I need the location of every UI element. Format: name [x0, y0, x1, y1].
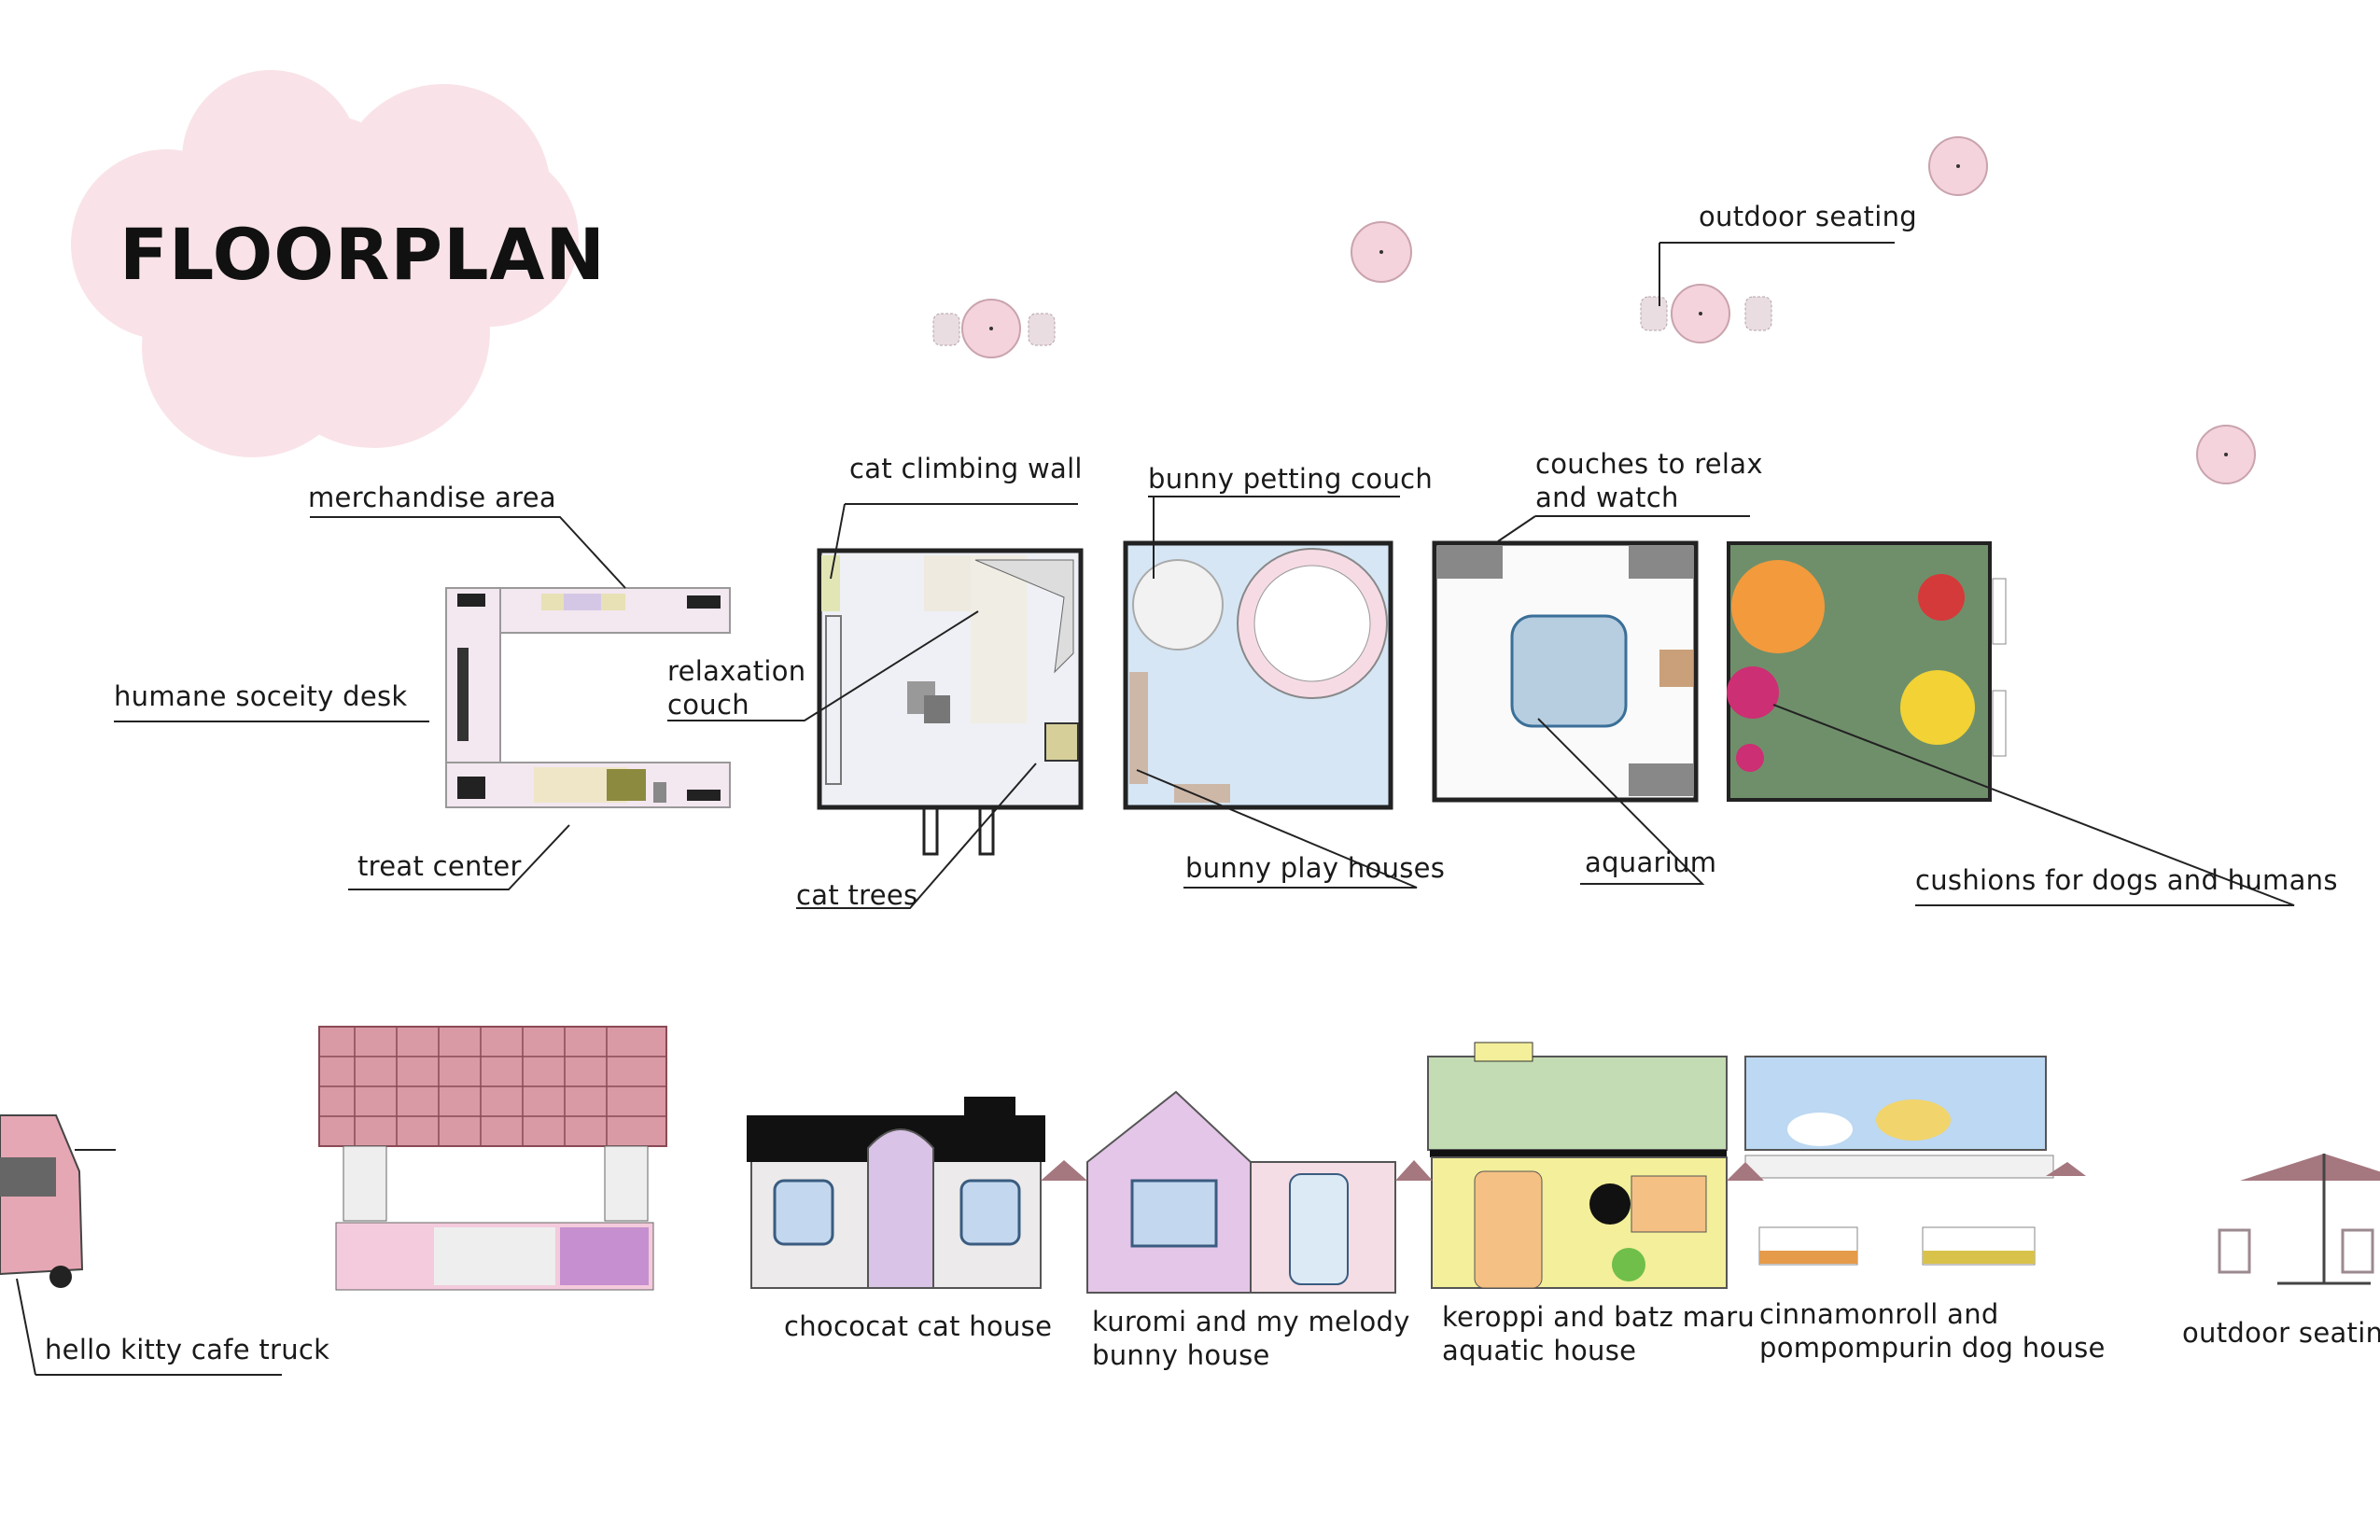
label-chococat-house: chococat cat house	[784, 1310, 1053, 1342]
table-icon	[932, 299, 1056, 358]
umbrella-icon	[1041, 1160, 2086, 1181]
outdoor-tables-top	[932, 136, 2256, 484]
table-icon	[2196, 425, 2256, 484]
bunny-room	[1123, 540, 1393, 810]
label-kuromi-line1: kuromi and my melody	[1092, 1306, 1410, 1337]
table-icon	[1640, 284, 1772, 343]
chair-icon	[1028, 313, 1056, 346]
truck-icon	[0, 1114, 84, 1288]
house-icon	[1086, 1090, 1396, 1294]
house-icon	[1427, 1042, 1728, 1289]
label-keroppi-line1: keroppi and batz maru	[1442, 1301, 1756, 1333]
label-treat-center: treat center	[357, 850, 522, 882]
label-outdoor-seating-top: outdoor seating	[1699, 201, 1917, 232]
label-merchandise-area: merchandise area	[308, 482, 556, 513]
house-icon	[1744, 1056, 2054, 1266]
label-cinnamon-line1: cinnamonroll and	[1759, 1298, 1999, 1330]
label-humane-society-desk: humane soceity desk	[114, 680, 408, 712]
label-cat-trees: cat trees	[796, 879, 918, 911]
chair-icon	[1744, 296, 1772, 331]
label-couches-line2: and watch	[1535, 482, 1679, 513]
label-relaxation-line2: couch	[667, 689, 749, 721]
label-bunny-play-houses: bunny play houses	[1185, 852, 1446, 884]
label-keroppi-line2: aquatic house	[1442, 1335, 1637, 1366]
label-aquarium: aquarium	[1585, 847, 1717, 878]
label-cat-climbing-wall: cat climbing wall	[849, 453, 1083, 484]
aquarium-room	[1432, 540, 1699, 803]
table-icon	[1928, 136, 1988, 196]
merchandise-counter	[445, 587, 731, 808]
cat-room	[817, 548, 1084, 856]
cloud-shape	[71, 70, 579, 457]
label-cushions: cushions for dogs and humans	[1915, 864, 2338, 896]
label-cinnamon-line2: pompompurin dog house	[1759, 1332, 2106, 1364]
dog-room	[1727, 541, 2007, 802]
chair-icon	[1640, 296, 1668, 331]
label-couches-line1: couches to relax	[1535, 448, 1763, 480]
label-kuromi-line2: bunny house	[1092, 1339, 1270, 1371]
chair-icon	[2218, 1228, 2251, 1274]
outdoor-seating-bottom	[2218, 1154, 2380, 1285]
leader-lines	[16, 242, 2295, 1376]
label-hello-kitty-truck: hello kitty cafe truck	[45, 1334, 330, 1365]
chair-icon	[2341, 1228, 2374, 1274]
table-icon	[1351, 221, 1412, 283]
house-icon	[747, 1097, 1045, 1289]
chair-icon	[932, 313, 960, 346]
cafe-stand	[318, 1026, 667, 1291]
label-relaxation-line1: relaxation	[667, 655, 806, 687]
label-outdoor-seating-bottom: outdoor seating	[2182, 1317, 2380, 1349]
umbrella-icon	[2240, 1154, 2380, 1181]
label-bunny-petting-couch: bunny petting couch	[1148, 463, 1434, 495]
page-title: FLOORPLAN	[119, 213, 606, 296]
